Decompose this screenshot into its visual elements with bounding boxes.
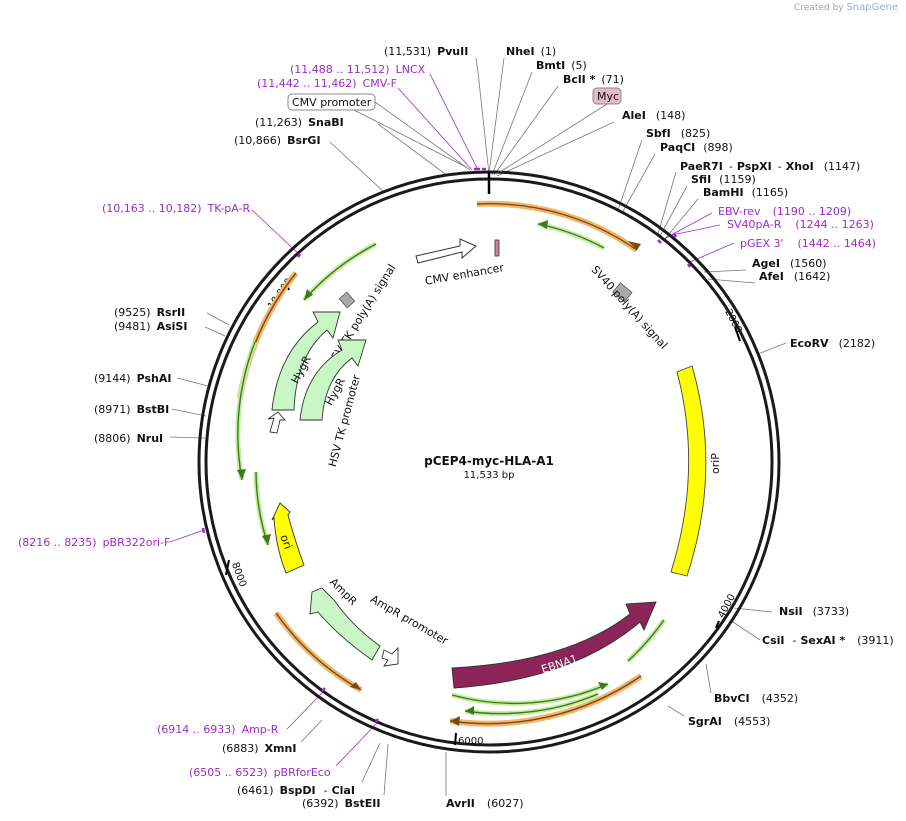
snapgene-credit: Created by SnapGene [794,2,898,13]
orf-green-bottom-b [464,693,599,715]
orf-green-bottom-a-head [598,682,608,690]
primer-pbrforeco[interactable]: (6505 .. 6523)pBRforEco [189,766,331,779]
primer-tkpar[interactable]: (10,163 .. 10,182)TK-pA-R [102,202,251,215]
site-csii[interactable]: CsiI-SexAI *(3911) [762,634,894,647]
orf-arrows [235,200,667,727]
orf-halo-green-left-top [302,241,378,302]
site-nrui[interactable]: (8806)NruI [94,432,163,445]
orf-green-bottom-a [451,683,609,705]
primer-leaders [169,73,735,767]
orf-green-bottom-b-head [465,706,474,715]
sv40-marker [612,282,633,303]
cmv-enhancer-arrow [415,238,477,264]
primer-ampr[interactable]: (6914 .. 6933)Amp-R [157,723,279,736]
primer-lncx[interactable]: (11,488 .. 11,512)LNCX [290,63,426,76]
plasmid-length: 11,533 bp [464,470,515,481]
site-afei[interactable]: AfeI(1642) [759,270,830,283]
site-bstbi[interactable]: (8971)BstBI [94,403,169,416]
site-bamhi[interactable]: BamHI(1165) [703,186,788,199]
box-labels: CMV promoter Myc [287,87,622,173]
site-xmni[interactable]: (6883)XmnI [222,742,296,755]
tick-label-8000: 8000 [229,561,248,589]
site-bsteii[interactable]: (6392)BstEII [302,797,380,810]
orf-top-right-head [628,241,641,250]
site-bmti[interactable]: BmtI(5) [536,59,587,72]
snapgene-logo: SnapGene [846,2,898,13]
orf-green-left [237,341,256,481]
hsv-tk-promoter-arrow [267,411,286,434]
tick-label-6000: 6000 [458,736,483,747]
orip-label: oriP [709,453,722,474]
tick-label-2000: 2000 [722,308,744,336]
tick-mark-8000 [225,559,230,576]
site-snabi[interactable]: (11,263)SnaBI [255,116,344,129]
site-alei[interactable]: AleI(148) [622,109,685,122]
site-paer7i[interactable]: PaeR7I-PspXI-XhoI(1147) [680,160,860,173]
ampr-promoter-arrow [381,646,399,667]
orf-bottom-left-head [350,682,361,690]
orf-bottom-right [449,675,642,725]
orf-green-ori-head [262,534,271,545]
hygr-arrow-inner [299,339,367,421]
ampr-promoter-label: AmpR promoter [368,592,451,647]
site-avrii[interactable]: AvrII(6027) [446,797,523,810]
site-bbvci[interactable]: BbvCI(4352) [714,692,798,705]
orip-bar [670,365,707,577]
orf-top-right [476,202,638,251]
restriction-sites: (11,531)PvuII NheI(1) BmtI(5) BclI *(71)… [94,45,894,810]
orf-green-top-head [538,220,548,229]
site-bcli[interactable]: BclI *(71) [563,73,624,86]
primer-ebvrev[interactable]: EBV-rev(1190 .. 1209) [718,205,851,218]
orf-green-right-lower [627,619,665,662]
site-pvuii[interactable]: (11,531)PvuII [384,45,468,58]
plasmid-name: pCEP4-myc-HLA-A1 [424,454,554,468]
orf-halo-green-ori [253,471,271,546]
ebna1-arrow [451,601,657,689]
myc-label: Myc [597,90,619,103]
primer-sv40par[interactable]: SV40pA-R(1244 .. 1263) [727,218,874,231]
sv40-label: SV40 poly(A) signal [589,263,671,352]
site-ecorv[interactable]: EcoRV(2182) [790,337,875,350]
myc-marker [494,239,500,257]
hsv-tk-polya-marker [338,291,356,309]
site-sgrai[interactable]: SgrAI(4553) [688,715,770,728]
tick-mark-6000 [454,732,457,746]
site-pshai[interactable]: (9144)PshAI [94,372,171,385]
primer-pgex3[interactable]: pGEX 3'(1442 .. 1464) [740,237,876,250]
orf-green-left-head [237,469,246,480]
site-agei[interactable]: AgeI(1560) [752,257,827,270]
ampr-arrow [309,587,381,661]
cmv-promoter-leader [374,101,471,171]
cmv-enhancer-label: CMV enhancer [424,261,505,288]
orf-bottom-left [275,612,362,691]
site-nhei[interactable]: NheI(1) [506,45,556,58]
primer-marks [201,167,692,723]
primer-cmvf[interactable]: (11,442 .. 11,462)CMV-F [257,77,397,90]
site-paqci[interactable]: PaqCI(898) [660,141,733,154]
hygr-arrow-outer [271,311,341,411]
credit-prefix: Created by [794,3,844,13]
site-bspdi[interactable]: (6461)BspDI-ClaI [237,784,355,797]
ori-label: ori [277,533,294,551]
orf-halo-green-left [235,341,258,481]
cmv-promoter-label: CMV promoter [292,96,372,109]
site-sfii[interactable]: SfiI(1159) [691,173,756,186]
orf-green-left-top-head [304,289,313,300]
site-nsii[interactable]: NsiI(3733) [779,605,849,618]
myc-leader [499,103,608,173]
site-sbfi[interactable]: SbfI(825) [646,127,710,140]
site-bsrgi[interactable]: (10,866)BsrGI [234,134,321,147]
ori-arrow [271,502,305,574]
primer-labels: (11,488 .. 11,512)LNCX (11,442 .. 11,462… [18,63,876,779]
primer-pbr322[interactable]: (8216 .. 8235)pBR322ori-F [18,536,170,549]
tick-mark-4000 [715,620,720,629]
orf-bottom-right-head [450,716,460,726]
site-rsrii[interactable]: (9525)RsrII [114,306,185,319]
tick-mark-2000 [734,326,741,342]
site-asisi[interactable]: (9481)AsiSI [114,320,187,333]
